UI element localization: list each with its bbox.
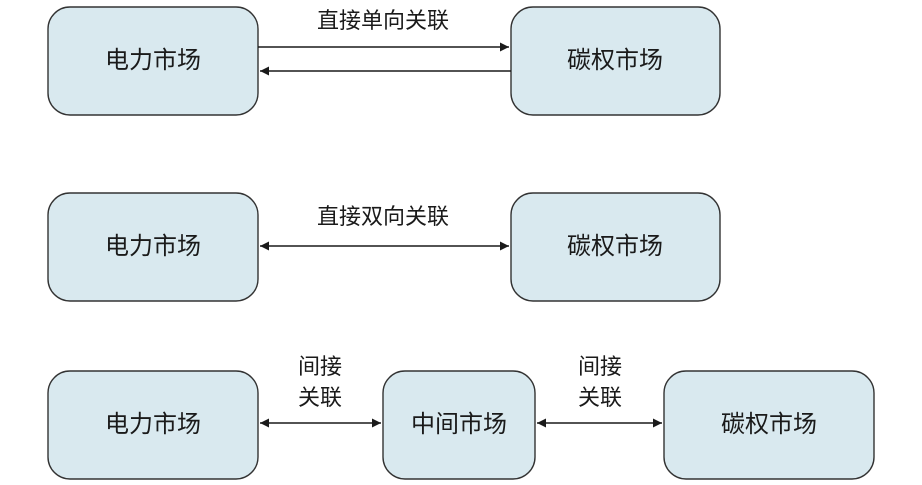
row-direct-two-way: 电力市场 碳权市场 直接双向关联 [47, 192, 721, 302]
edge-label-indirect-left-line2: 关联 [298, 386, 342, 411]
carbon-market-node [663, 370, 875, 480]
edge-label-indirect-left-line1: 间接 [298, 355, 342, 380]
middle-market-node [382, 370, 536, 480]
carbon-market-node [510, 6, 721, 116]
power-market-label: 电力市场 [105, 46, 201, 74]
carbon-market-node [510, 192, 721, 302]
carbon-market-label: 碳权市场 [567, 232, 663, 260]
power-market-label: 电力市场 [105, 232, 201, 260]
power-market-node [47, 192, 259, 302]
row-indirect: 电力市场 中间市场 碳权市场 间接 关联 间接 关联 [47, 355, 875, 480]
carbon-market-label: 碳权市场 [567, 46, 663, 74]
power-market-node [47, 6, 259, 116]
carbon-market-label: 碳权市场 [721, 410, 817, 438]
edge-label-direct-one-way: 直接单向关联 [317, 9, 449, 34]
power-market-label: 电力市场 [105, 410, 201, 438]
edge-label-indirect-right-line2: 关联 [578, 386, 622, 411]
power-market-node [47, 370, 259, 480]
edge-label-direct-two-way: 直接双向关联 [317, 205, 449, 230]
row-direct-one-way: 电力市场 碳权市场 直接单向关联 [47, 6, 721, 116]
middle-market-label: 中间市场 [411, 410, 507, 438]
edge-label-indirect-right-line1: 间接 [578, 355, 622, 380]
